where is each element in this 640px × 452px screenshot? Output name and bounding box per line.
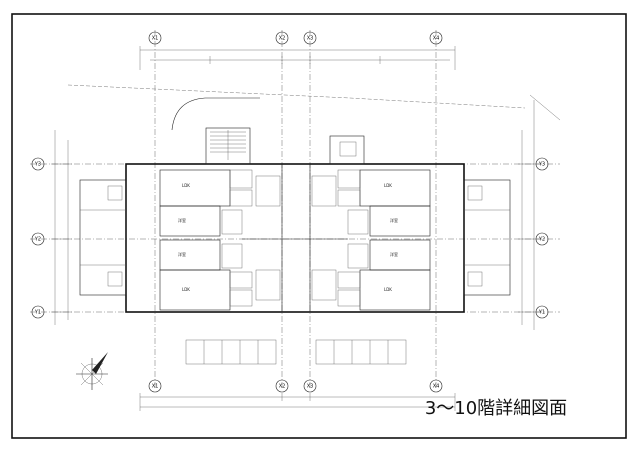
unit-label-left-upper: LDK: [182, 183, 190, 188]
svg-text:X4: X4: [433, 384, 440, 390]
grid-bubble-x2-top: X2: [275, 31, 289, 45]
stair-core: [205, 127, 251, 165]
grid-bubble-y1-left: Y1: [31, 305, 45, 319]
svg-text:X4: X4: [433, 36, 440, 42]
grid-bubble-x4-bottom: X4: [429, 379, 443, 393]
svg-text:X2: X2: [279, 36, 286, 42]
svg-text:X3: X3: [307, 384, 314, 390]
balcony-right-detail: [464, 185, 510, 287]
core-fixtures: [221, 169, 369, 307]
compass-rose: [76, 352, 108, 390]
top-dimensions: [139, 46, 456, 70]
drawing-caption: 3〜10階詳細図面: [424, 398, 568, 419]
svg-text:Y1: Y1: [538, 310, 545, 316]
svg-text:X3: X3: [307, 36, 314, 42]
drawing-frame: [11, 13, 627, 439]
grid-bubble-y3-left: Y3: [31, 157, 45, 171]
right-dimensions: [518, 94, 561, 330]
grid-bubble-x1-top: X1: [148, 31, 162, 45]
room-label-bedroom-right-2: 洋室: [390, 251, 398, 257]
svg-text:Y3: Y3: [34, 162, 41, 168]
svg-text:X1: X1: [152, 36, 159, 42]
central-corridor: [242, 164, 348, 312]
unit-label-right-upper: LDK: [384, 183, 392, 188]
svg-text:X1: X1: [152, 384, 159, 390]
curved-wall: [171, 97, 260, 131]
grid-bubble-y2-left: Y2: [31, 232, 45, 246]
grid-bubble-y1-right: Y1: [535, 305, 549, 319]
balcony-left-detail: [80, 185, 126, 287]
grid-bubble-x4-top: X4: [429, 31, 443, 45]
elevator-shaft: [329, 135, 365, 165]
stair-treads: [210, 130, 246, 160]
room-label-bedroom-left-2: 洋室: [178, 251, 186, 257]
room-label-bedroom-left-1: 洋室: [178, 217, 186, 223]
grid-bubble-x3-top: X3: [303, 31, 317, 45]
room-label-bedroom-right-1: 洋室: [390, 217, 398, 223]
grid-bubble-x1-bottom: X1: [148, 379, 162, 393]
left-dimensions: [51, 130, 72, 325]
ground-strips: [185, 339, 407, 365]
grid-bubble-y2-right: Y2: [535, 232, 549, 246]
balcony-right: [463, 179, 511, 296]
building-outline: [125, 163, 465, 313]
grid-bubble-x2-bottom: X2: [275, 379, 289, 393]
unit-label-left-lower: LDK: [182, 287, 190, 292]
svg-text:Y2: Y2: [34, 237, 41, 243]
elevator-car: [339, 141, 357, 157]
unit-label-right-lower: LDK: [384, 287, 392, 292]
grid-lines-vertical: [154, 30, 437, 388]
svg-text:Y3: Y3: [538, 162, 545, 168]
bottom-dimensions: [139, 393, 456, 411]
balcony-left: [79, 179, 127, 296]
grid-bubble-y3-right: Y3: [535, 157, 549, 171]
svg-text:X2: X2: [279, 384, 286, 390]
site-boundary: [67, 84, 526, 109]
svg-text:Y2: Y2: [538, 237, 545, 243]
svg-text:Y1: Y1: [34, 310, 41, 316]
grid-bubble-x3-bottom: X3: [303, 379, 317, 393]
